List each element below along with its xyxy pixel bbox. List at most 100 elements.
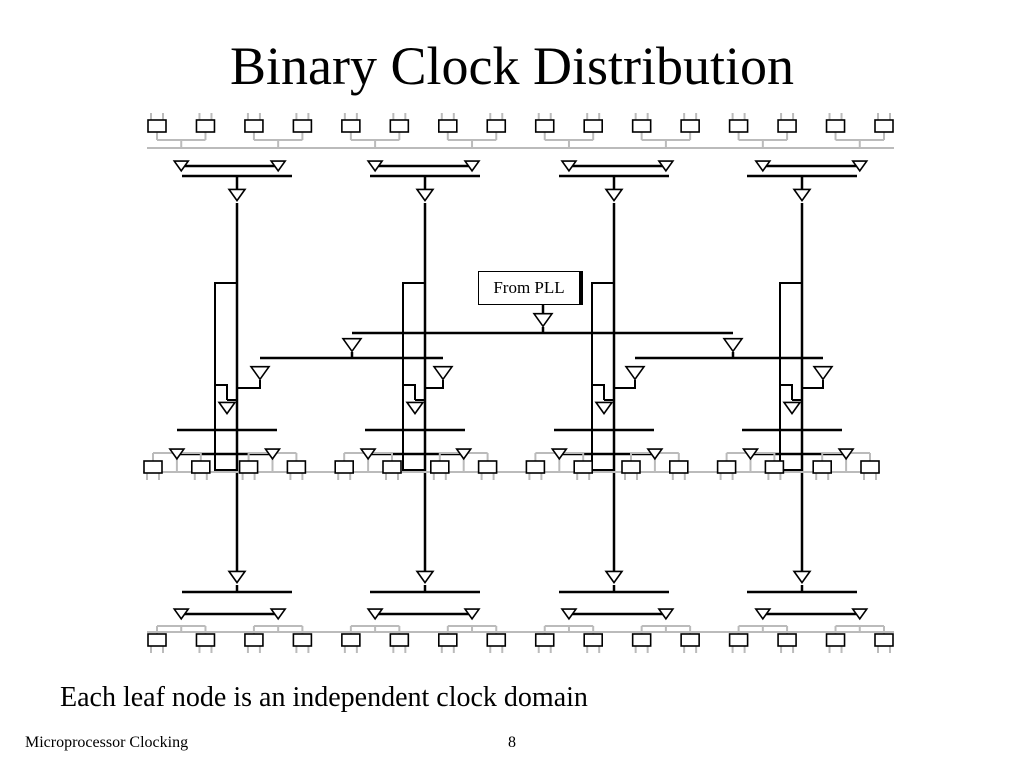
quadrant-root-buffer-top	[604, 188, 624, 202]
group-buffer	[851, 160, 869, 173]
leaf-clock-domain	[621, 460, 641, 474]
leaf-clock-domain	[437, 633, 458, 647]
leaf-clock-domain	[382, 460, 402, 474]
pll-level2-buffer	[624, 365, 646, 381]
leaf-clock-domain	[238, 460, 259, 474]
pll-level1-buffer	[341, 337, 363, 353]
leaf-clock-domain	[812, 460, 833, 474]
leaf-clock-domain	[389, 633, 410, 647]
loop-wire	[591, 282, 614, 471]
leaf-clock-domain	[825, 119, 846, 133]
leaf-clock-domain	[860, 460, 880, 474]
leaf-clock-domain	[292, 633, 313, 647]
group-buffer	[560, 608, 578, 621]
leaf-clock-domain	[534, 633, 555, 647]
quadrant-root-buffer-mid	[217, 401, 237, 415]
group-buffer	[172, 160, 190, 173]
group-buffer	[741, 448, 760, 461]
group-buffer	[646, 448, 664, 461]
leaf-clock-domain	[631, 119, 652, 133]
group-buffer	[657, 160, 675, 173]
leaf-clock-domain	[486, 119, 507, 133]
leaf-clock-domain	[477, 460, 498, 474]
pll-level2-buffer	[432, 365, 454, 381]
loop-wire	[402, 282, 425, 471]
leaf-clock-domain	[874, 633, 894, 647]
leaf-clock-domain	[573, 460, 594, 474]
pll-leaf-wire	[792, 380, 824, 401]
loop-wire	[214, 282, 237, 471]
pll-leaf-wire	[415, 380, 444, 401]
leaf-clock-domain	[147, 119, 167, 133]
loop-wire	[403, 384, 416, 400]
group-buffer	[168, 448, 186, 461]
leaf-clock-domain	[244, 119, 264, 133]
leaf-clock-domain	[716, 460, 737, 474]
pll-source-label: From PLL	[478, 271, 580, 305]
quadrant-root-buffer-bottom	[604, 570, 624, 584]
group-buffer	[455, 448, 473, 461]
leaf-clock-domain	[825, 633, 846, 647]
quadrant-root-buffer-mid	[782, 401, 802, 415]
leaf-clock-domain	[534, 119, 555, 133]
quadrant-root-buffer-bottom	[415, 570, 435, 584]
leaf-clock-domain	[525, 460, 546, 474]
leaf-clock-domain	[680, 119, 700, 133]
quadrant-root-buffer-bottom	[227, 570, 247, 584]
leaf-clock-domain	[631, 633, 652, 647]
leaf-clock-domain	[334, 460, 355, 474]
leaf-clock-domain	[341, 633, 361, 647]
footer-title: Microprocessor Clocking	[25, 734, 189, 751]
leaf-clock-domain	[191, 460, 211, 474]
leaf-clock-domain	[668, 460, 689, 474]
leaf-clock-domain	[777, 119, 797, 133]
leaf-clock-domain	[147, 633, 167, 647]
slide-title: Binary Clock Distribution	[230, 36, 794, 96]
leaf-clock-domain	[437, 119, 458, 133]
pll-leaf-wire	[604, 380, 636, 401]
quadrant-root-buffer-top	[415, 188, 435, 202]
group-buffer	[463, 160, 481, 173]
leaf-clock-domain	[728, 633, 749, 647]
leaf-clock-domain	[874, 119, 894, 133]
caption: Each leaf node is an independent clock d…	[60, 682, 588, 713]
pll-root-buffer	[532, 312, 554, 328]
leaf-clock-domain	[680, 633, 700, 647]
leaf-clock-domain	[764, 460, 785, 474]
group-buffer	[263, 448, 282, 461]
leaf-clock-domain	[341, 119, 361, 133]
loop-wire	[780, 384, 793, 400]
group-buffer	[366, 608, 384, 621]
group-buffer	[837, 448, 855, 461]
clock-tree-diagram	[143, 113, 894, 653]
quadrant-root-buffer-bottom	[792, 570, 812, 584]
leaf-clock-domain	[286, 460, 307, 474]
page-number: 8	[508, 734, 516, 751]
quadrant-root-buffer-top	[792, 188, 812, 202]
pll-level2-buffer	[249, 365, 271, 381]
group-buffer	[550, 448, 568, 461]
group-buffer	[269, 608, 287, 621]
loop-wire	[215, 384, 228, 400]
leaf-clock-domain	[195, 633, 216, 647]
leaf-clock-domain	[143, 460, 163, 474]
leaf-clock-domain	[486, 633, 507, 647]
group-buffer	[657, 608, 675, 621]
leaf-clock-domain	[429, 460, 450, 474]
leaf-clock-domain	[777, 633, 797, 647]
leaf-clock-domain	[195, 119, 216, 133]
loop-wire	[592, 384, 605, 400]
group-buffer	[560, 160, 578, 173]
leaf-clock-domain	[583, 119, 604, 133]
loop-wire	[779, 282, 802, 471]
leaf-clock-domain	[244, 633, 264, 647]
group-buffer	[754, 160, 772, 173]
group-buffer	[172, 608, 190, 621]
pll-level2-buffer	[812, 365, 834, 381]
quadrant-root-buffer-mid	[405, 401, 425, 415]
group-buffer	[269, 160, 287, 173]
group-buffer	[851, 608, 869, 621]
leaf-clock-domain	[292, 119, 313, 133]
group-buffer	[359, 448, 377, 461]
group-buffer	[366, 160, 384, 173]
